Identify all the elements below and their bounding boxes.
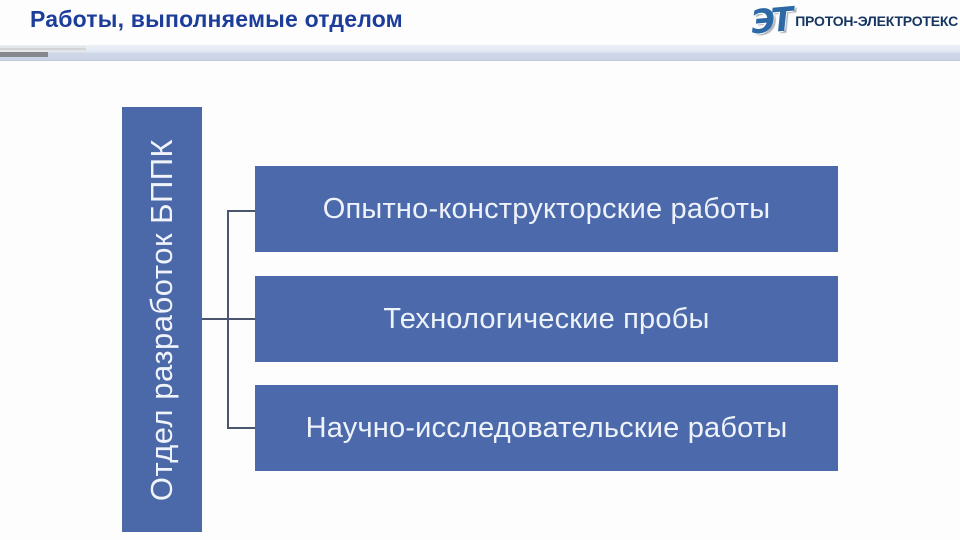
diagram-root-node: Отдел разработок БППК — [122, 107, 202, 532]
diagram-node-okr: Опытно-конструкторские работы — [255, 166, 838, 252]
connector-line-top-stub — [227, 210, 255, 212]
diagram-node-label: Опытно-конструкторские работы — [322, 192, 771, 225]
company-name: ПРОТОН-ЭЛЕКТРОТЕКС — [795, 13, 958, 29]
divider-accent-dark — [0, 52, 48, 57]
diagram-node-nir: Научно-исследовательские работы — [255, 385, 838, 471]
diagram-root-label: Отдел разработок БППК — [144, 138, 179, 501]
connector-line-bottom-stub — [227, 427, 255, 429]
proton-electrotex-logo-icon: ЭТ — [749, 0, 792, 42]
diagram-node-label: Технологические пробы — [383, 302, 710, 335]
title-divider-band — [0, 45, 960, 61]
divider-accent-light — [0, 46, 86, 52]
diagram-node-tech-proby: Технологические пробы — [255, 276, 838, 362]
diagram-node-label: Научно-исследовательские работы — [305, 411, 788, 444]
connector-line-trunk — [227, 211, 229, 429]
slide-title: Работы, выполняемые отделом — [30, 6, 403, 32]
